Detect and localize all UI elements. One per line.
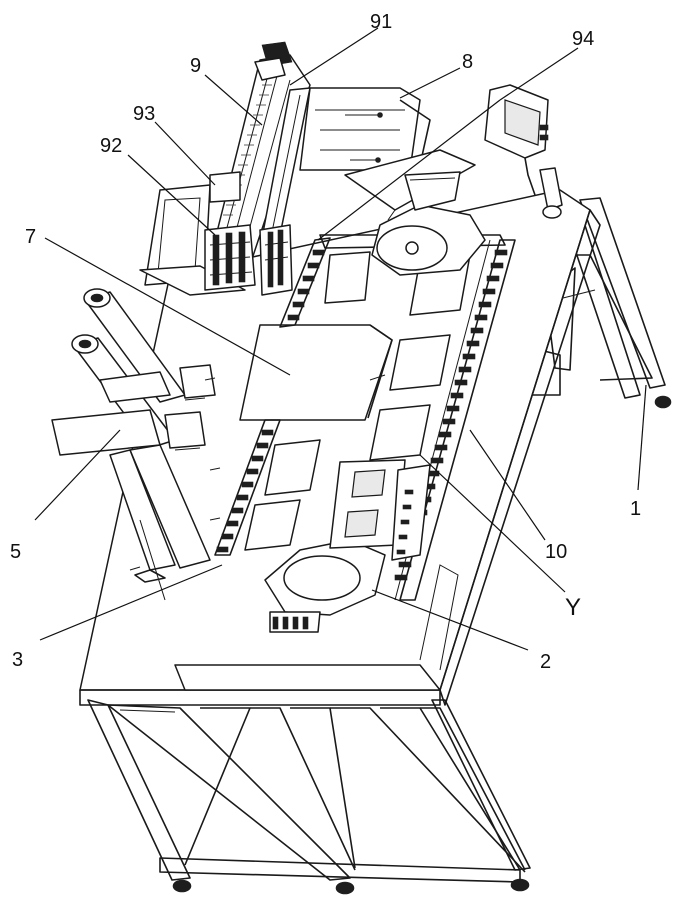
leader-3 bbox=[39, 564, 223, 641]
leader-8 bbox=[399, 67, 461, 99]
label-92: 92 bbox=[100, 135, 122, 157]
leader-10 bbox=[469, 429, 546, 541]
leader-7 bbox=[44, 237, 291, 376]
label-1: 1 bbox=[630, 498, 641, 520]
label-93: 93 bbox=[133, 103, 155, 125]
label-5: 5 bbox=[10, 541, 21, 563]
control-panel bbox=[484, 84, 563, 219]
part-labels: 91 9 8 94 93 92 7 5 3 2 Y 10 1 bbox=[10, 11, 641, 673]
label-91: 91 bbox=[370, 11, 392, 33]
label-3: 3 bbox=[12, 649, 23, 671]
label-94: 94 bbox=[572, 28, 594, 50]
leader-5 bbox=[34, 429, 121, 521]
leader-1 bbox=[637, 384, 647, 491]
leader-94 bbox=[499, 47, 579, 101]
table-markings bbox=[129, 374, 386, 571]
label-7: 7 bbox=[25, 226, 36, 248]
cover-plate bbox=[239, 324, 393, 421]
linear-modules bbox=[51, 288, 216, 601]
leader-93 bbox=[154, 121, 216, 186]
leader-91 bbox=[289, 27, 379, 86]
label-2: 2 bbox=[540, 651, 551, 673]
bottom-turntable bbox=[264, 539, 386, 633]
leader-Y bbox=[419, 454, 566, 593]
label-8: 8 bbox=[462, 51, 473, 73]
leader-94b bbox=[317, 99, 501, 241]
gantry-arm bbox=[139, 41, 311, 296]
leader-92 bbox=[127, 154, 216, 236]
leader-9 bbox=[204, 74, 263, 126]
label-10: 10 bbox=[545, 541, 567, 563]
leader-2 bbox=[371, 589, 529, 651]
y-fixture bbox=[329, 459, 431, 561]
label-9: 9 bbox=[190, 55, 201, 77]
top-turntable bbox=[371, 171, 486, 276]
leader-lines bbox=[34, 27, 647, 651]
label-Y: Y bbox=[565, 594, 581, 621]
table-top bbox=[79, 189, 601, 706]
